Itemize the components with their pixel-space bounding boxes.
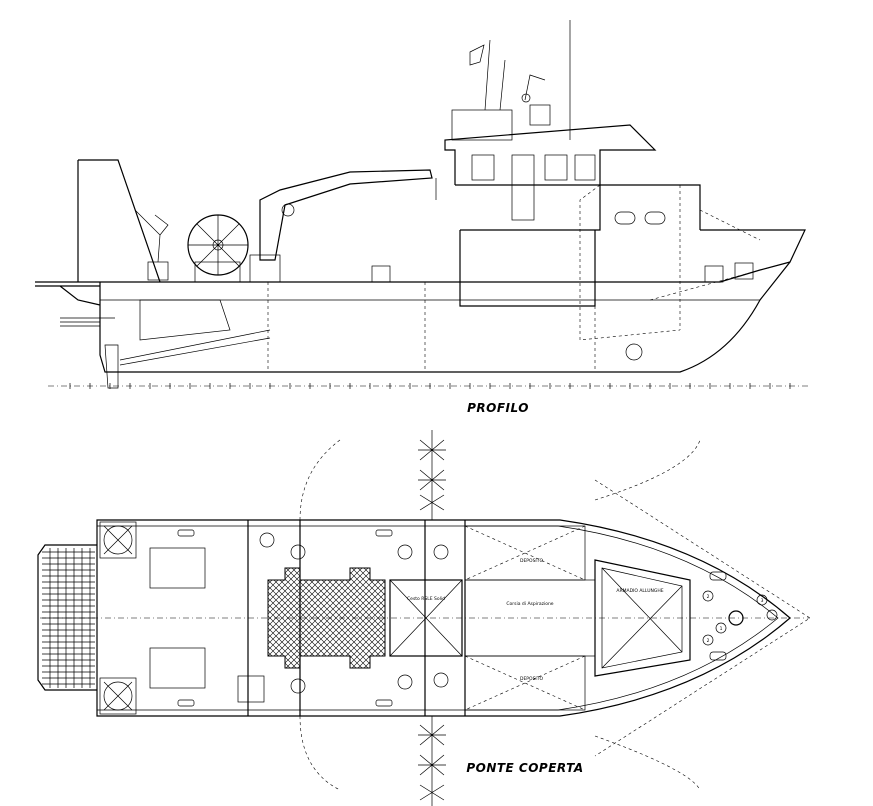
- callout-2-top-text: 2: [707, 594, 710, 600]
- deck-box: [237, 675, 265, 703]
- aft-hatch-stbd: [149, 647, 206, 689]
- profile-view: PROFILO: [35, 20, 810, 415]
- crane-reach-arc: [299, 439, 701, 791]
- store-port: [464, 525, 586, 581]
- porthole-1: [614, 211, 636, 225]
- crane-base: [249, 254, 281, 283]
- store-port-diag: [464, 525, 586, 581]
- vent-4: [397, 544, 413, 560]
- wheelhouse: [444, 124, 657, 186]
- waterline: [60, 317, 115, 327]
- porthole-2: [644, 211, 666, 225]
- deck-outline: [96, 519, 791, 717]
- bitt-plan-4: [375, 699, 393, 707]
- bow-locker: [594, 559, 691, 677]
- aft-winch-drum-stbd: [103, 681, 133, 711]
- aft-winch-cross-port: [103, 525, 133, 555]
- stern-grating: [42, 548, 95, 688]
- radar-box: [529, 104, 551, 126]
- hull-outline: [99, 229, 806, 373]
- radar-platform: [451, 109, 513, 141]
- callout-3-text: 3: [761, 598, 764, 604]
- callout-1-text: 1: [720, 626, 723, 632]
- aft-bulwark: [77, 159, 161, 283]
- bow-locker-diag: [601, 567, 683, 669]
- main-deck-line: [100, 261, 791, 283]
- bitt-plan-2: [177, 699, 195, 707]
- central-hatch-label: Cesto RSLE Solid: [407, 596, 445, 602]
- propeller-shaft: [119, 329, 271, 366]
- internal-bulkheads: [267, 184, 791, 372]
- callout-2-top: [702, 590, 714, 602]
- aft-davit: [35, 281, 101, 306]
- deck-title: PONTE COPERTA: [466, 761, 583, 775]
- wheelhouse-window-3: [574, 154, 596, 181]
- winch-spokes: [188, 215, 248, 275]
- store-port-label: DEPOSITO: [520, 558, 543, 564]
- wheelhouse-window-1: [471, 154, 495, 181]
- vent-7: [433, 672, 449, 688]
- bitt-plan-6: [709, 651, 727, 661]
- corridor-label: Corsia di Aspirazione: [506, 601, 553, 607]
- bow-locker-label: ARMADIO ALLUNGHE: [616, 588, 663, 594]
- rudder: [104, 344, 119, 389]
- vent-1: [259, 532, 275, 548]
- deck-plan-view: Cesto RSLE Solid Corsia di Aspirazione D…: [37, 430, 811, 806]
- bitt-2: [371, 265, 391, 283]
- boom-star-bottom: [418, 716, 446, 806]
- callout-1: [715, 622, 727, 634]
- aft-small-crane: [134, 209, 169, 263]
- crosshatched-area: [267, 567, 386, 669]
- mast: [484, 20, 571, 140]
- winch-frame: [194, 261, 241, 283]
- store-stbd-diag: [464, 655, 586, 711]
- aft-hatch-port: [149, 547, 206, 589]
- bitt-1: [147, 261, 169, 281]
- crane: [259, 169, 433, 261]
- crane-pivot: [281, 203, 295, 217]
- central-hatch-cross: [389, 579, 463, 657]
- superstructure-lower: [459, 184, 701, 307]
- bitt-plan-3: [375, 529, 393, 537]
- station-ticks: [69, 383, 791, 389]
- aft-winch-box-port: [99, 521, 137, 559]
- store-stbd: [464, 655, 586, 711]
- aft-winch-box-stbd: [99, 677, 137, 715]
- vent-5: [397, 674, 413, 690]
- vent-2: [290, 544, 306, 560]
- bitt-plan-1: [177, 529, 195, 537]
- callout-2-bottom: [702, 634, 714, 646]
- stern-platform: [37, 544, 97, 691]
- boom-star-top: [418, 430, 446, 520]
- engine-block: [139, 299, 231, 341]
- bow-sweep: [594, 479, 811, 757]
- windlass: [728, 610, 744, 626]
- callout-3: [756, 594, 768, 606]
- antenna-ball: [521, 93, 531, 103]
- bitt-plan-5: [709, 571, 727, 581]
- vent-3: [290, 678, 306, 694]
- wheelhouse-door: [511, 154, 535, 221]
- profile-title: PROFILO: [467, 401, 529, 415]
- central-hatch: [389, 579, 463, 657]
- deck-inner-outline: [97, 525, 779, 711]
- aft-winch-cross-stbd: [103, 681, 133, 711]
- store-stbd-label: DEPOSITO: [520, 676, 543, 682]
- bow-fairlead: [766, 609, 778, 621]
- wheelhouse-window-2: [544, 154, 568, 181]
- callout-2-bottom-text: 2: [707, 638, 710, 644]
- aft-winch-drum-port: [103, 525, 133, 555]
- vent-6: [433, 544, 449, 560]
- flag: [469, 44, 485, 66]
- bitt-4: [734, 262, 754, 280]
- bitt-3: [704, 265, 724, 283]
- bow-thruster: [625, 343, 643, 361]
